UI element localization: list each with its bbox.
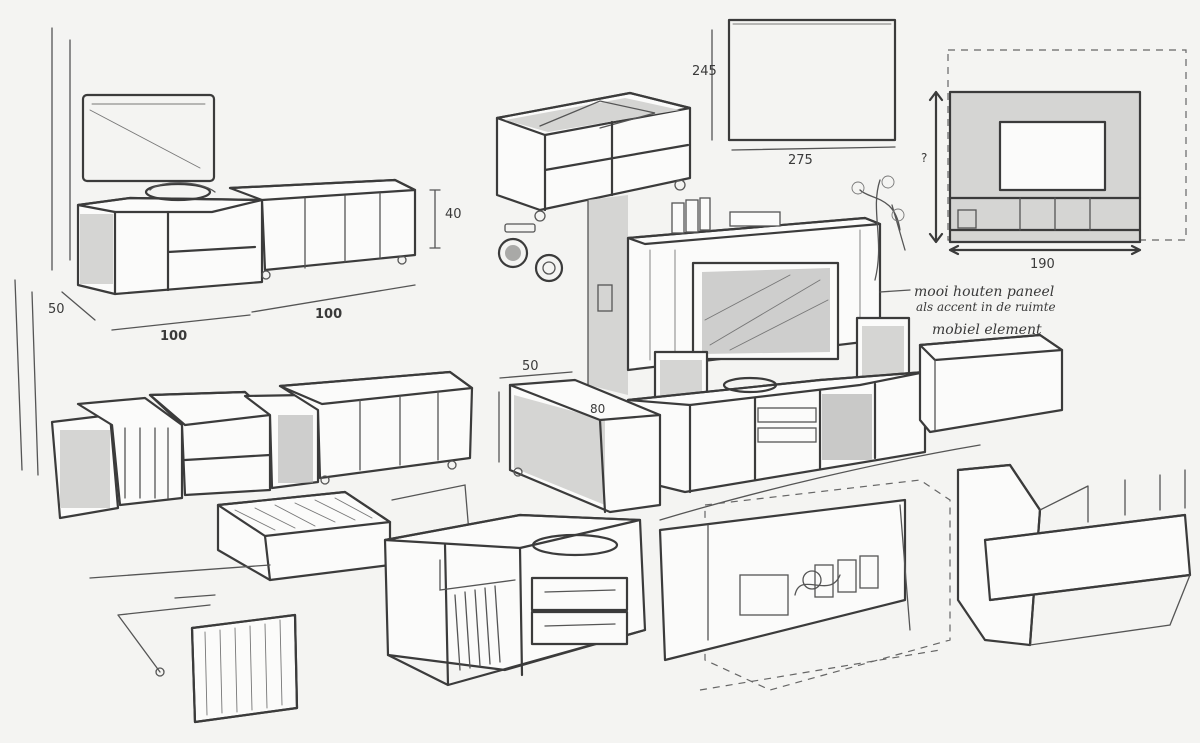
sketch-cable-box xyxy=(658,479,951,691)
note-panel-line1: mooi houten paneel xyxy=(914,284,1054,300)
dim-width-right-100: 100 xyxy=(315,307,342,322)
note-mobile-element: mobiel element xyxy=(932,322,1042,338)
dim-wall-width: 190 xyxy=(1030,257,1055,272)
dim-height-40: 40 xyxy=(445,207,462,222)
sketch-record-cabinet xyxy=(383,484,647,687)
sketch-hinged-panel xyxy=(117,594,299,724)
note-panel-line2: als accent in de ruimte xyxy=(916,300,1056,314)
dim-width-left-100: 100 xyxy=(160,329,187,344)
dim-main-height: 80 xyxy=(590,402,605,416)
sketch-main-tv-unit: 50 80 mooi houten paneel als accent in d… xyxy=(498,175,1064,521)
sketch-bench-detail xyxy=(956,463,1192,647)
sketch-mirror-frame: 245 275 xyxy=(692,18,897,168)
sketch-glass-top-cart xyxy=(495,91,692,283)
dim-depth-50: 50 xyxy=(48,302,65,317)
dim-mirror-width: 275 xyxy=(788,153,813,168)
sketch-open-modules xyxy=(14,279,474,582)
dim-main-depth: 50 xyxy=(522,359,539,374)
dim-wall-height: ? xyxy=(921,151,927,165)
sketch-wall-elevation: ? 190 xyxy=(921,49,1187,272)
dim-mirror-height: 245 xyxy=(692,64,717,79)
sketch-sideboard-with-tv: 40 50 100 100 xyxy=(48,27,462,344)
